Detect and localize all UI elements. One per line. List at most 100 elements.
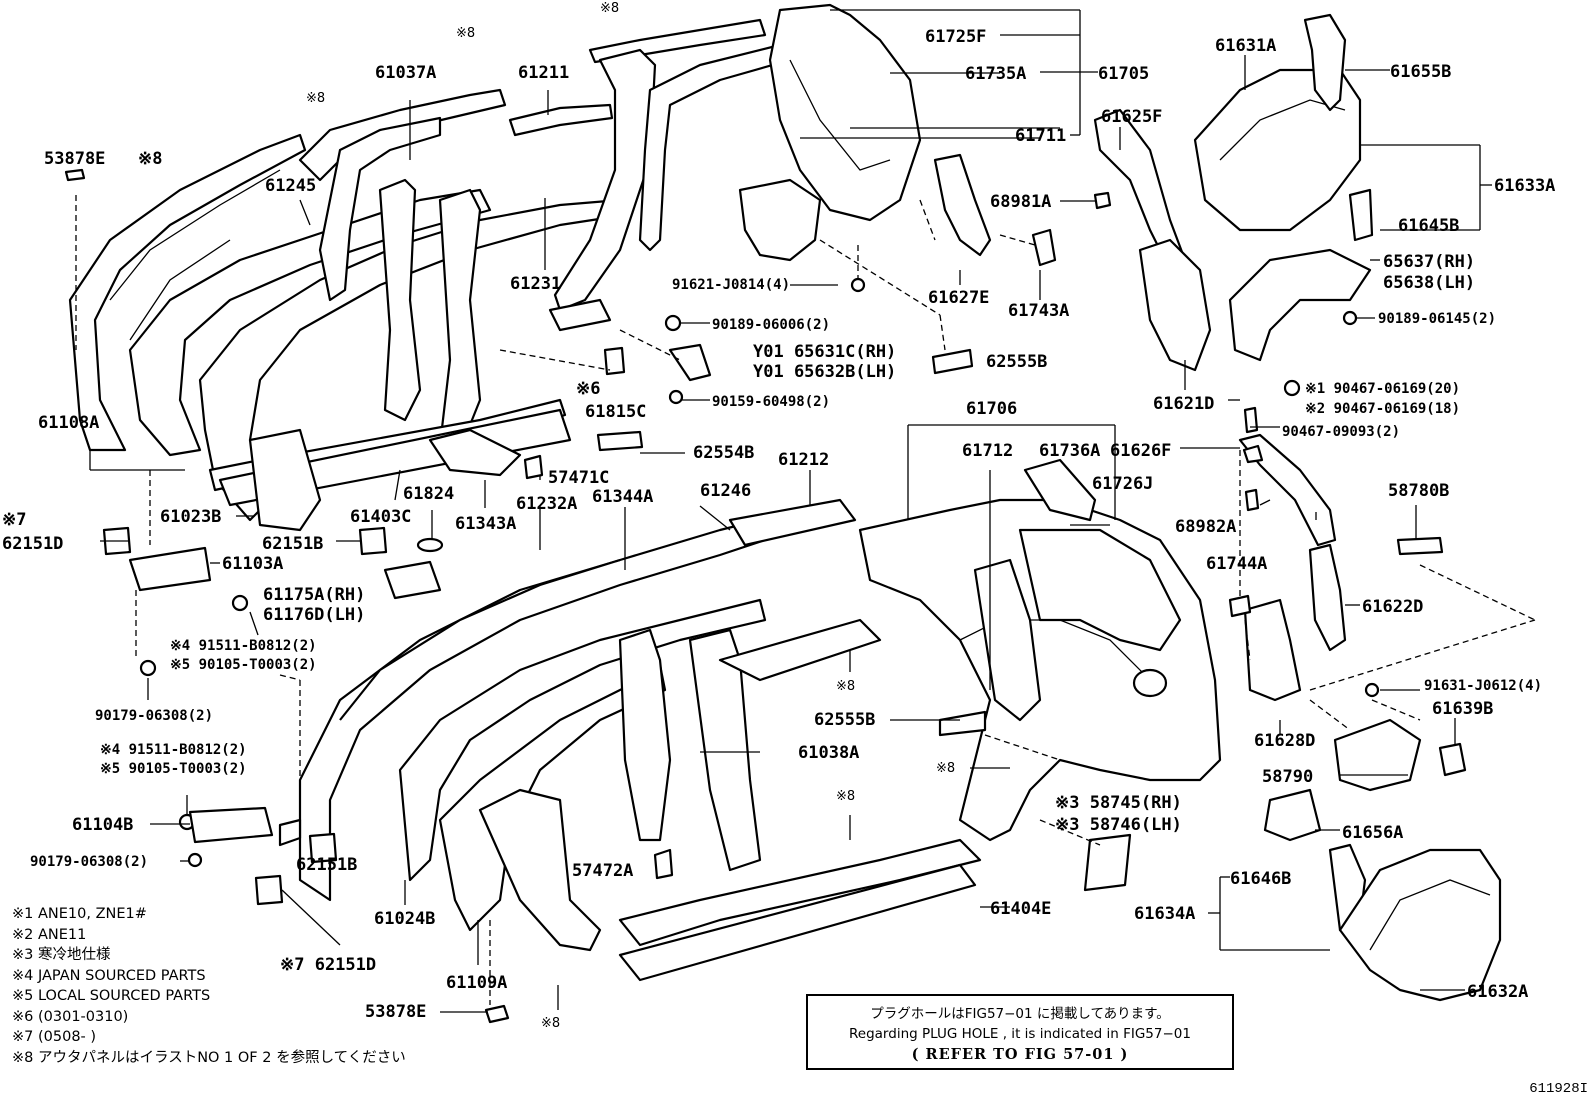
label-91631-J0612: 91631-J0612(4) <box>1424 678 1542 694</box>
label-61632A: 61632A <box>1467 982 1528 1002</box>
label-53878E-top: 53878E <box>44 149 105 169</box>
label-90179-06308-a: 90179-06308(2) <box>95 708 213 724</box>
label-90105-T0003-a: ※5 90105-T0003(2) <box>170 657 317 673</box>
label-61246: 61246 <box>700 481 751 501</box>
label-61634A: 61634A <box>1134 904 1195 924</box>
footnote-7: ※7 (0508- ) <box>12 1029 97 1045</box>
label-61103A: 61103A <box>222 554 283 574</box>
footnotes: ※1 ANE10, ZNE1# ※2 ANE11 ※3 寒冷地仕様 ※4 JAP… <box>12 904 452 1068</box>
label-90189-06145: 90189-06145(2) <box>1378 311 1496 327</box>
label-61743A: 61743A <box>1008 301 1069 321</box>
label-61212: 61212 <box>778 450 829 470</box>
label-mark8-d: ※8 <box>306 91 325 106</box>
small-parts <box>64 168 1467 1024</box>
label-61656A: 61656A <box>1342 823 1403 843</box>
label-61175A-rh: 61175A(RH) <box>263 585 365 605</box>
footnote-3: ※3 寒冷地仕様 <box>12 947 111 963</box>
label-62151D-left: 62151D <box>2 534 63 554</box>
label-90159-60498: 90159-60498(2) <box>712 394 830 410</box>
label-61631A: 61631A <box>1215 36 1276 56</box>
label-61711: 61711 <box>1015 126 1066 146</box>
plug-62555B-mid <box>938 710 987 737</box>
label-61232A: 61232A <box>516 494 577 514</box>
label-mark8-c: ※8 <box>600 1 619 16</box>
label-61245: 61245 <box>265 176 316 196</box>
label-90467-06169-18: ※2 90467-06169(18) <box>1305 401 1460 417</box>
reference-line-en: Regarding PLUG HOLE , it is indicated in… <box>849 1026 1191 1042</box>
reference-line-jp: プラグホールはFIG57−01 に掲載してあります。 <box>870 1006 1170 1022</box>
label-62151B-top: 62151B <box>262 534 323 554</box>
label-62555B-mid: 62555B <box>814 710 875 730</box>
label-61705: 61705 <box>1098 64 1149 84</box>
label-57472A: 57472A <box>572 861 633 881</box>
label-57471C: 57471C <box>548 468 609 488</box>
label-61621D: 61621D <box>1153 394 1214 414</box>
footnote-5: ※5 LOCAL SOURCED PARTS <box>12 988 211 1004</box>
figure-number: 611928I <box>1529 1081 1588 1097</box>
label-90189-06006: 90189-06006(2) <box>712 317 830 333</box>
label-68982A: 68982A <box>1175 517 1236 537</box>
label-68981A: 68981A <box>990 192 1051 212</box>
label-61104B: 61104B <box>72 815 133 835</box>
label-90467-09093: 90467-09093(2) <box>1282 424 1400 440</box>
label-58746-lh: ※3 58746(LH) <box>1055 815 1182 835</box>
label-61639B: 61639B <box>1432 699 1493 719</box>
label-58790: 58790 <box>1262 767 1313 787</box>
label-mark7-a: ※7 <box>2 510 26 530</box>
label-61231: 61231 <box>510 274 561 294</box>
label-61646B: 61646B <box>1230 869 1291 889</box>
label-61109A: 61109A <box>446 973 507 993</box>
label-65637-rh: 65637(RH) <box>1383 252 1475 272</box>
label-61706: 61706 <box>966 399 1017 419</box>
label-58745-rh: ※3 58745(RH) <box>1055 793 1182 813</box>
label-65638-lh: 65638(LH) <box>1383 273 1475 293</box>
label-61211: 61211 <box>518 63 569 83</box>
label-61725F: 61725F <box>925 27 986 47</box>
label-61824: 61824 <box>403 484 454 504</box>
label-61735A: 61735A <box>965 64 1026 84</box>
label-62151D-bottom: ※7 62151D <box>280 955 376 975</box>
label-61655B: 61655B <box>1390 62 1451 82</box>
label-mark8-a: ※8 <box>138 149 162 169</box>
label-90179-06308-b: 90179-06308(2) <box>30 854 148 870</box>
label-mark8-h: ※8 <box>541 1016 560 1031</box>
dashed-guides <box>75 195 1536 1005</box>
label-61744A: 61744A <box>1206 554 1267 574</box>
label-91621-J0814: 91621-J0814(4) <box>672 277 790 293</box>
label-61176D-lh: 61176D(LH) <box>263 605 365 625</box>
leader-lines <box>89 9 1492 1013</box>
label-62555B-top: 62555B <box>986 352 1047 372</box>
label-61343A: 61343A <box>455 514 516 534</box>
label-61645B: 61645B <box>1398 216 1459 236</box>
label-61628D: 61628D <box>1254 731 1315 751</box>
label-62554B: 62554B <box>693 443 754 463</box>
label-61344A: 61344A <box>592 487 653 507</box>
label-61404E: 61404E <box>990 899 1051 919</box>
reference-box: プラグホールはFIG57−01 に掲載してあります。 Regarding PLU… <box>806 994 1234 1070</box>
footnote-1: ※1 ANE10, ZNE1# <box>12 906 147 922</box>
upper-right-wheelhouse-illustration <box>933 13 1502 1002</box>
label-mark8-g: ※8 <box>836 789 855 804</box>
label-61626F: 61626F <box>1110 441 1171 461</box>
label-61622D: 61622D <box>1362 597 1423 617</box>
label-90105-T0003-b: ※5 90105-T0003(2) <box>100 761 247 777</box>
label-91511-B0812-a: ※4 91511-B0812(2) <box>170 638 317 654</box>
label-mark8-b: ※8 <box>456 26 475 41</box>
label-61736A: 61736A <box>1039 441 1100 461</box>
label-91511-B0812-b: ※4 91511-B0812(2) <box>100 742 247 758</box>
label-61403C: 61403C <box>350 507 411 527</box>
label-65631C-rh: Y01 65631C(RH) <box>753 342 896 362</box>
footnote-6: ※6 (0301-0310) <box>12 1008 129 1025</box>
label-65632B-lh: Y01 65632B(LH) <box>753 362 896 382</box>
lower-body-side-illustration <box>278 458 1222 982</box>
label-mark6: ※6 <box>576 379 600 399</box>
upper-left-body-side-illustration <box>68 3 922 532</box>
footnote-4: ※4 JAPAN SOURCED PARTS <box>12 967 206 984</box>
label-61024B: 61024B <box>374 909 435 929</box>
label-61108A: 61108A <box>38 413 99 433</box>
label-61726J: 61726J <box>1092 474 1153 494</box>
part-labels: 53878E ※8 61037A ※8 61211 ※8 ※8 61725F 6… <box>2 1 1555 1031</box>
label-61037A: 61037A <box>375 63 436 83</box>
label-61038A: 61038A <box>798 743 859 763</box>
label-mark8-e: ※8 <box>836 679 855 694</box>
